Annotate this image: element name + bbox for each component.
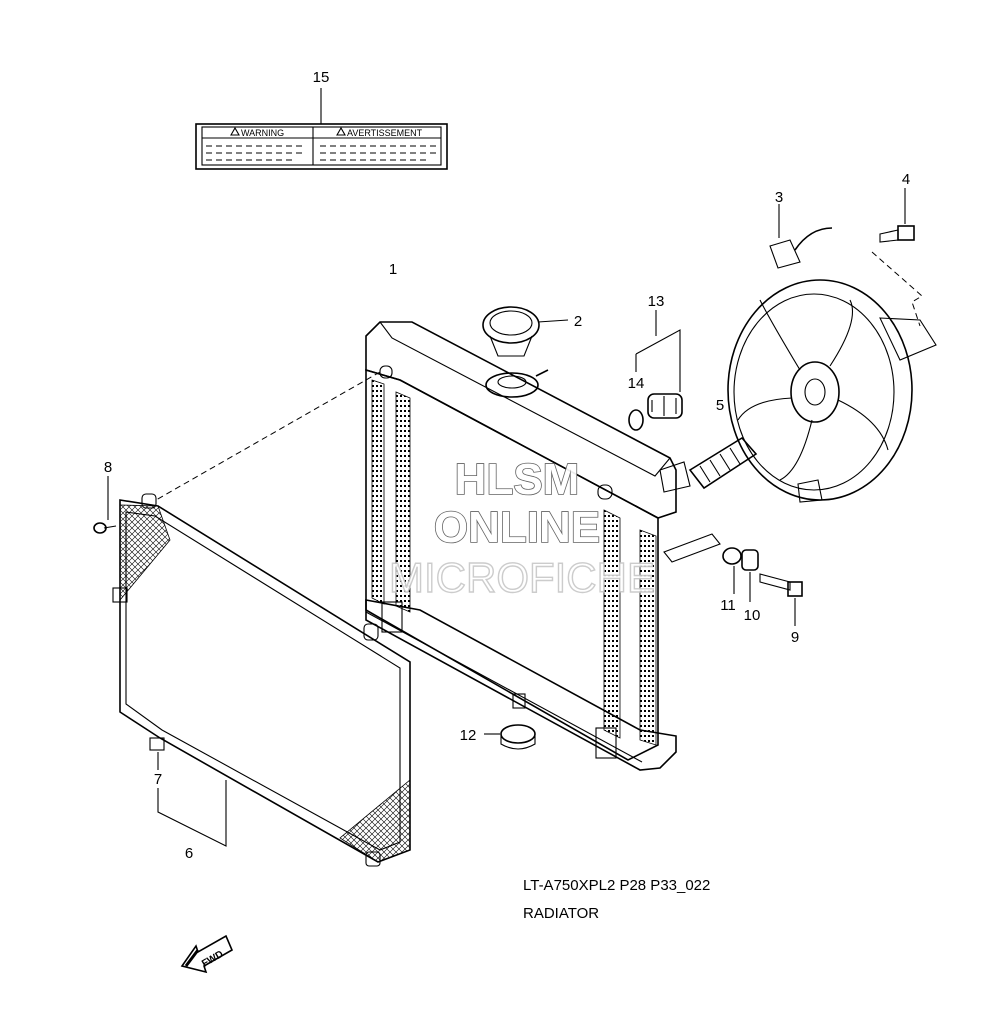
callout-13: 13	[648, 293, 665, 310]
watermark-line2: ONLINE	[434, 503, 600, 552]
callout-4: 4	[902, 171, 910, 188]
callout-14: 14	[628, 375, 645, 392]
callout-1: 1	[389, 261, 397, 278]
bolt-9	[759, 573, 803, 597]
callout-12: 12	[460, 727, 477, 744]
radiator-screen	[112, 493, 411, 867]
callout-15: 15	[313, 69, 330, 86]
callout-5: 5	[716, 397, 724, 414]
callout-2: 2	[574, 313, 582, 330]
warning-triangle-icon	[230, 126, 240, 136]
callout-8: 8	[104, 459, 112, 476]
callout-6: 6	[185, 845, 193, 862]
grommet-11	[722, 547, 742, 565]
o-ring	[628, 409, 644, 431]
callout-3: 3	[775, 189, 783, 206]
radiator-cap	[482, 306, 540, 357]
callout-10: 10	[744, 607, 761, 624]
cooling-fan	[727, 227, 937, 503]
thermo-switch	[647, 393, 683, 419]
leader-4-dashed	[871, 251, 923, 327]
callout-9: 9	[791, 629, 799, 646]
callout-7: 7	[154, 771, 162, 788]
radiator-hose	[688, 436, 758, 490]
bolt-4	[879, 225, 915, 243]
avertissement-title: AVERTISSEMENT	[347, 128, 423, 138]
screw-8	[93, 522, 117, 534]
leader-lines	[107, 188, 906, 847]
diagram-title: RADIATOR	[523, 905, 599, 922]
watermark-line3: MICROFICHE	[389, 554, 655, 601]
collar-10	[741, 549, 759, 571]
warning-title: WARNING	[241, 128, 284, 138]
watermark: HLSM ONLINE MICROFICHE	[388, 454, 655, 602]
callout-11: 11	[720, 597, 736, 614]
diagram-code: LT-A750XPL2 P28 P33_022	[523, 877, 710, 894]
cushion-12	[500, 724, 536, 750]
warning-triangle-icon	[336, 126, 346, 136]
warning-label: WARNING AVERTISSEMENT	[195, 123, 448, 170]
radiator-core	[365, 321, 721, 771]
watermark-line1: HLSM	[455, 455, 580, 504]
fwd-arrow-icon: FWD	[180, 934, 234, 974]
